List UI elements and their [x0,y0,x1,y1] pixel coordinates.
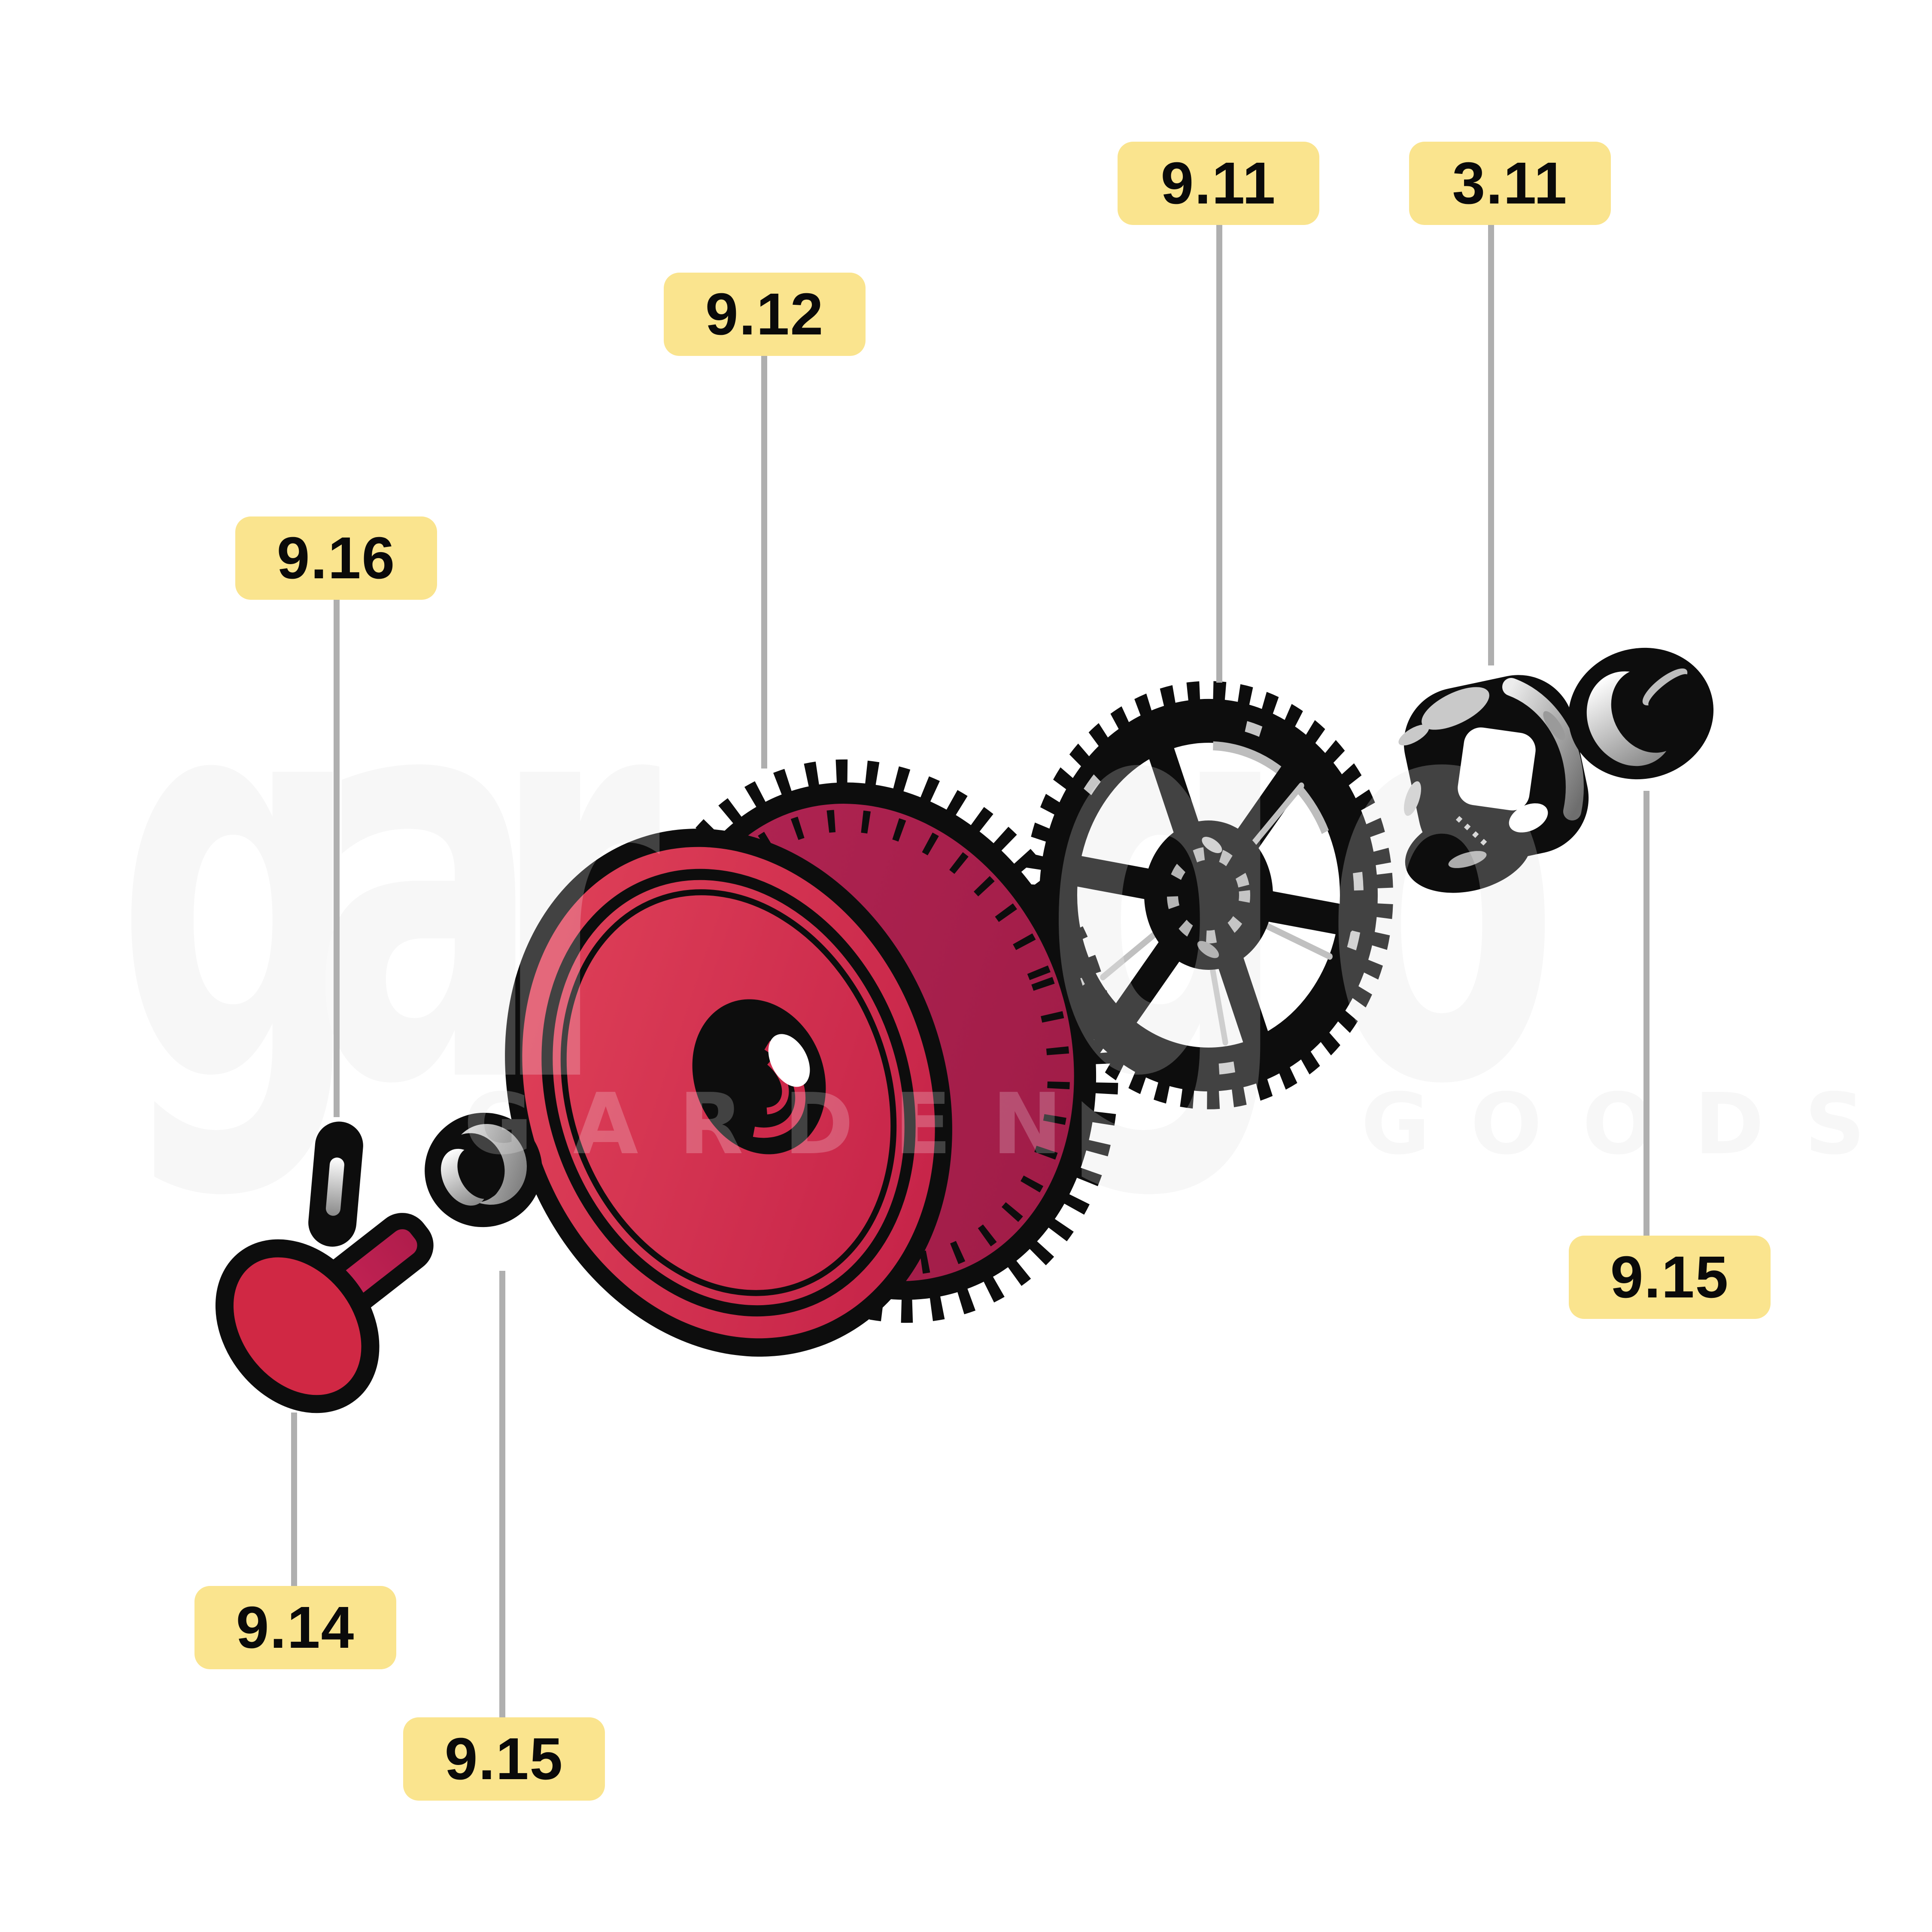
toothed-belt-pulley-drum [505,759,1118,1357]
hub-highlight [1422,687,1489,730]
shoulder-bolt [215,1213,434,1413]
callout-9.15-bottom[interactable]: 9.15 [403,1717,605,1801]
pulley-bore-hole [768,1034,810,1087]
sprocket-spokes [1061,733,1356,1057]
leader-line-9.14 [291,1413,297,1587]
leader-line-9.15-bottom [499,1271,505,1718]
callout-9.11[interactable]: 9.11 [1118,142,1319,225]
pulley-face-ring-inner [560,889,897,1296]
hub-square-bore [1458,727,1536,811]
spoke-highlights [1100,782,1333,1046]
hub-highlight-dot [1197,941,1219,958]
leader-line-9.15-right [1643,791,1649,1236]
pulley-rim-hatch [674,809,1070,1276]
hub-bore-notch [1509,803,1548,832]
hub-highlight [1398,724,1429,746]
leader-line-3.11 [1488,224,1494,665]
leader-line-9.11 [1216,224,1222,683]
callout-9.15-right[interactable]: 9.15 [1569,1236,1771,1319]
sprocket-hub [1144,820,1273,970]
callout-3.11[interactable]: 3.11 [1409,142,1611,225]
callout-9.16[interactable]: 9.16 [235,516,437,600]
pulley-face-ring-outer [541,869,916,1317]
sprocket-hub-adapter [1398,675,1589,893]
bearing-gloss-mask [1648,674,1689,707]
bearing-bushing-right [1568,647,1713,780]
pulley-hub-swirl [718,1048,789,1115]
hub-highlight [1543,711,1565,740]
leader-line-9.16 [334,599,340,1117]
bolt-head [215,1239,380,1413]
pin-slot [326,1157,344,1216]
callout-9.14[interactable]: 9.14 [194,1586,396,1669]
leader-line-9.12 [761,355,767,769]
sprocket-inner-highlight [1076,741,1341,1049]
bearing-gloss-mask [457,1147,501,1199]
bearing-bushing-left [425,1112,542,1227]
hub-highlight [1403,781,1422,816]
roll-pin [308,1121,363,1247]
callout-9.12[interactable]: 9.12 [664,273,866,356]
hub-highlight-dot [1202,837,1222,854]
hub-highlight [1448,851,1487,868]
hub-dotted-mark [1455,816,1492,850]
